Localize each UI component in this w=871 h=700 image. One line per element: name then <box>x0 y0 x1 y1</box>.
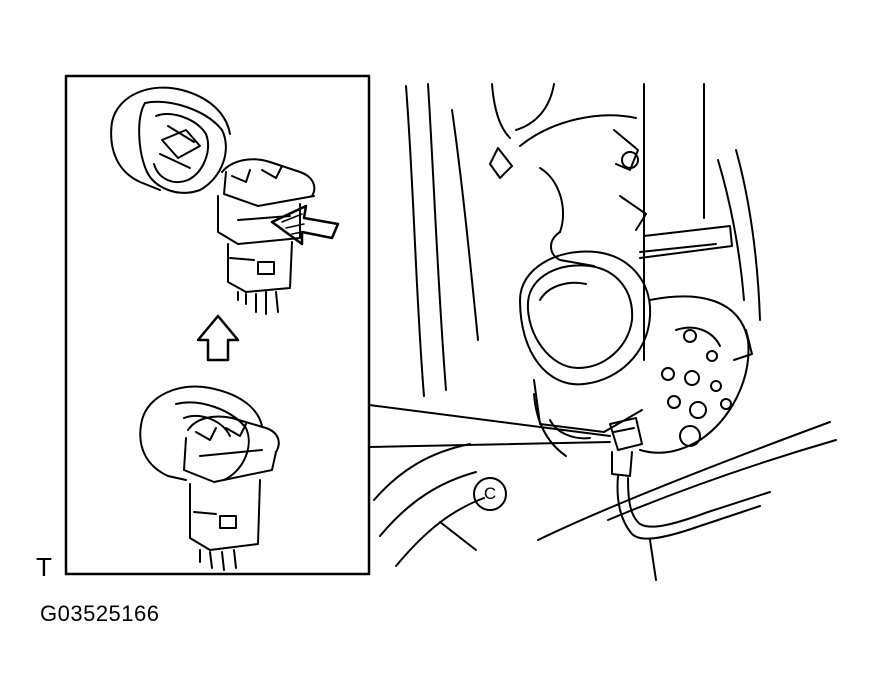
reference-letter: C <box>483 484 497 503</box>
seatbelt-webbing <box>613 83 733 361</box>
up-arrow-icon <box>196 314 240 362</box>
retractor-assembly <box>519 149 761 454</box>
callout-leader-lines <box>368 404 611 448</box>
push-arrow-icon <box>270 204 340 246</box>
connector-top <box>217 158 316 315</box>
figure-id: G03525166 <box>40 601 160 626</box>
connector-location <box>609 417 771 540</box>
corner-mark: T <box>36 552 52 582</box>
body-panel <box>373 83 837 581</box>
inset-frame <box>64 74 371 576</box>
housing-bottom <box>139 385 263 481</box>
connector-bottom <box>183 415 280 571</box>
housing-top <box>110 86 231 194</box>
